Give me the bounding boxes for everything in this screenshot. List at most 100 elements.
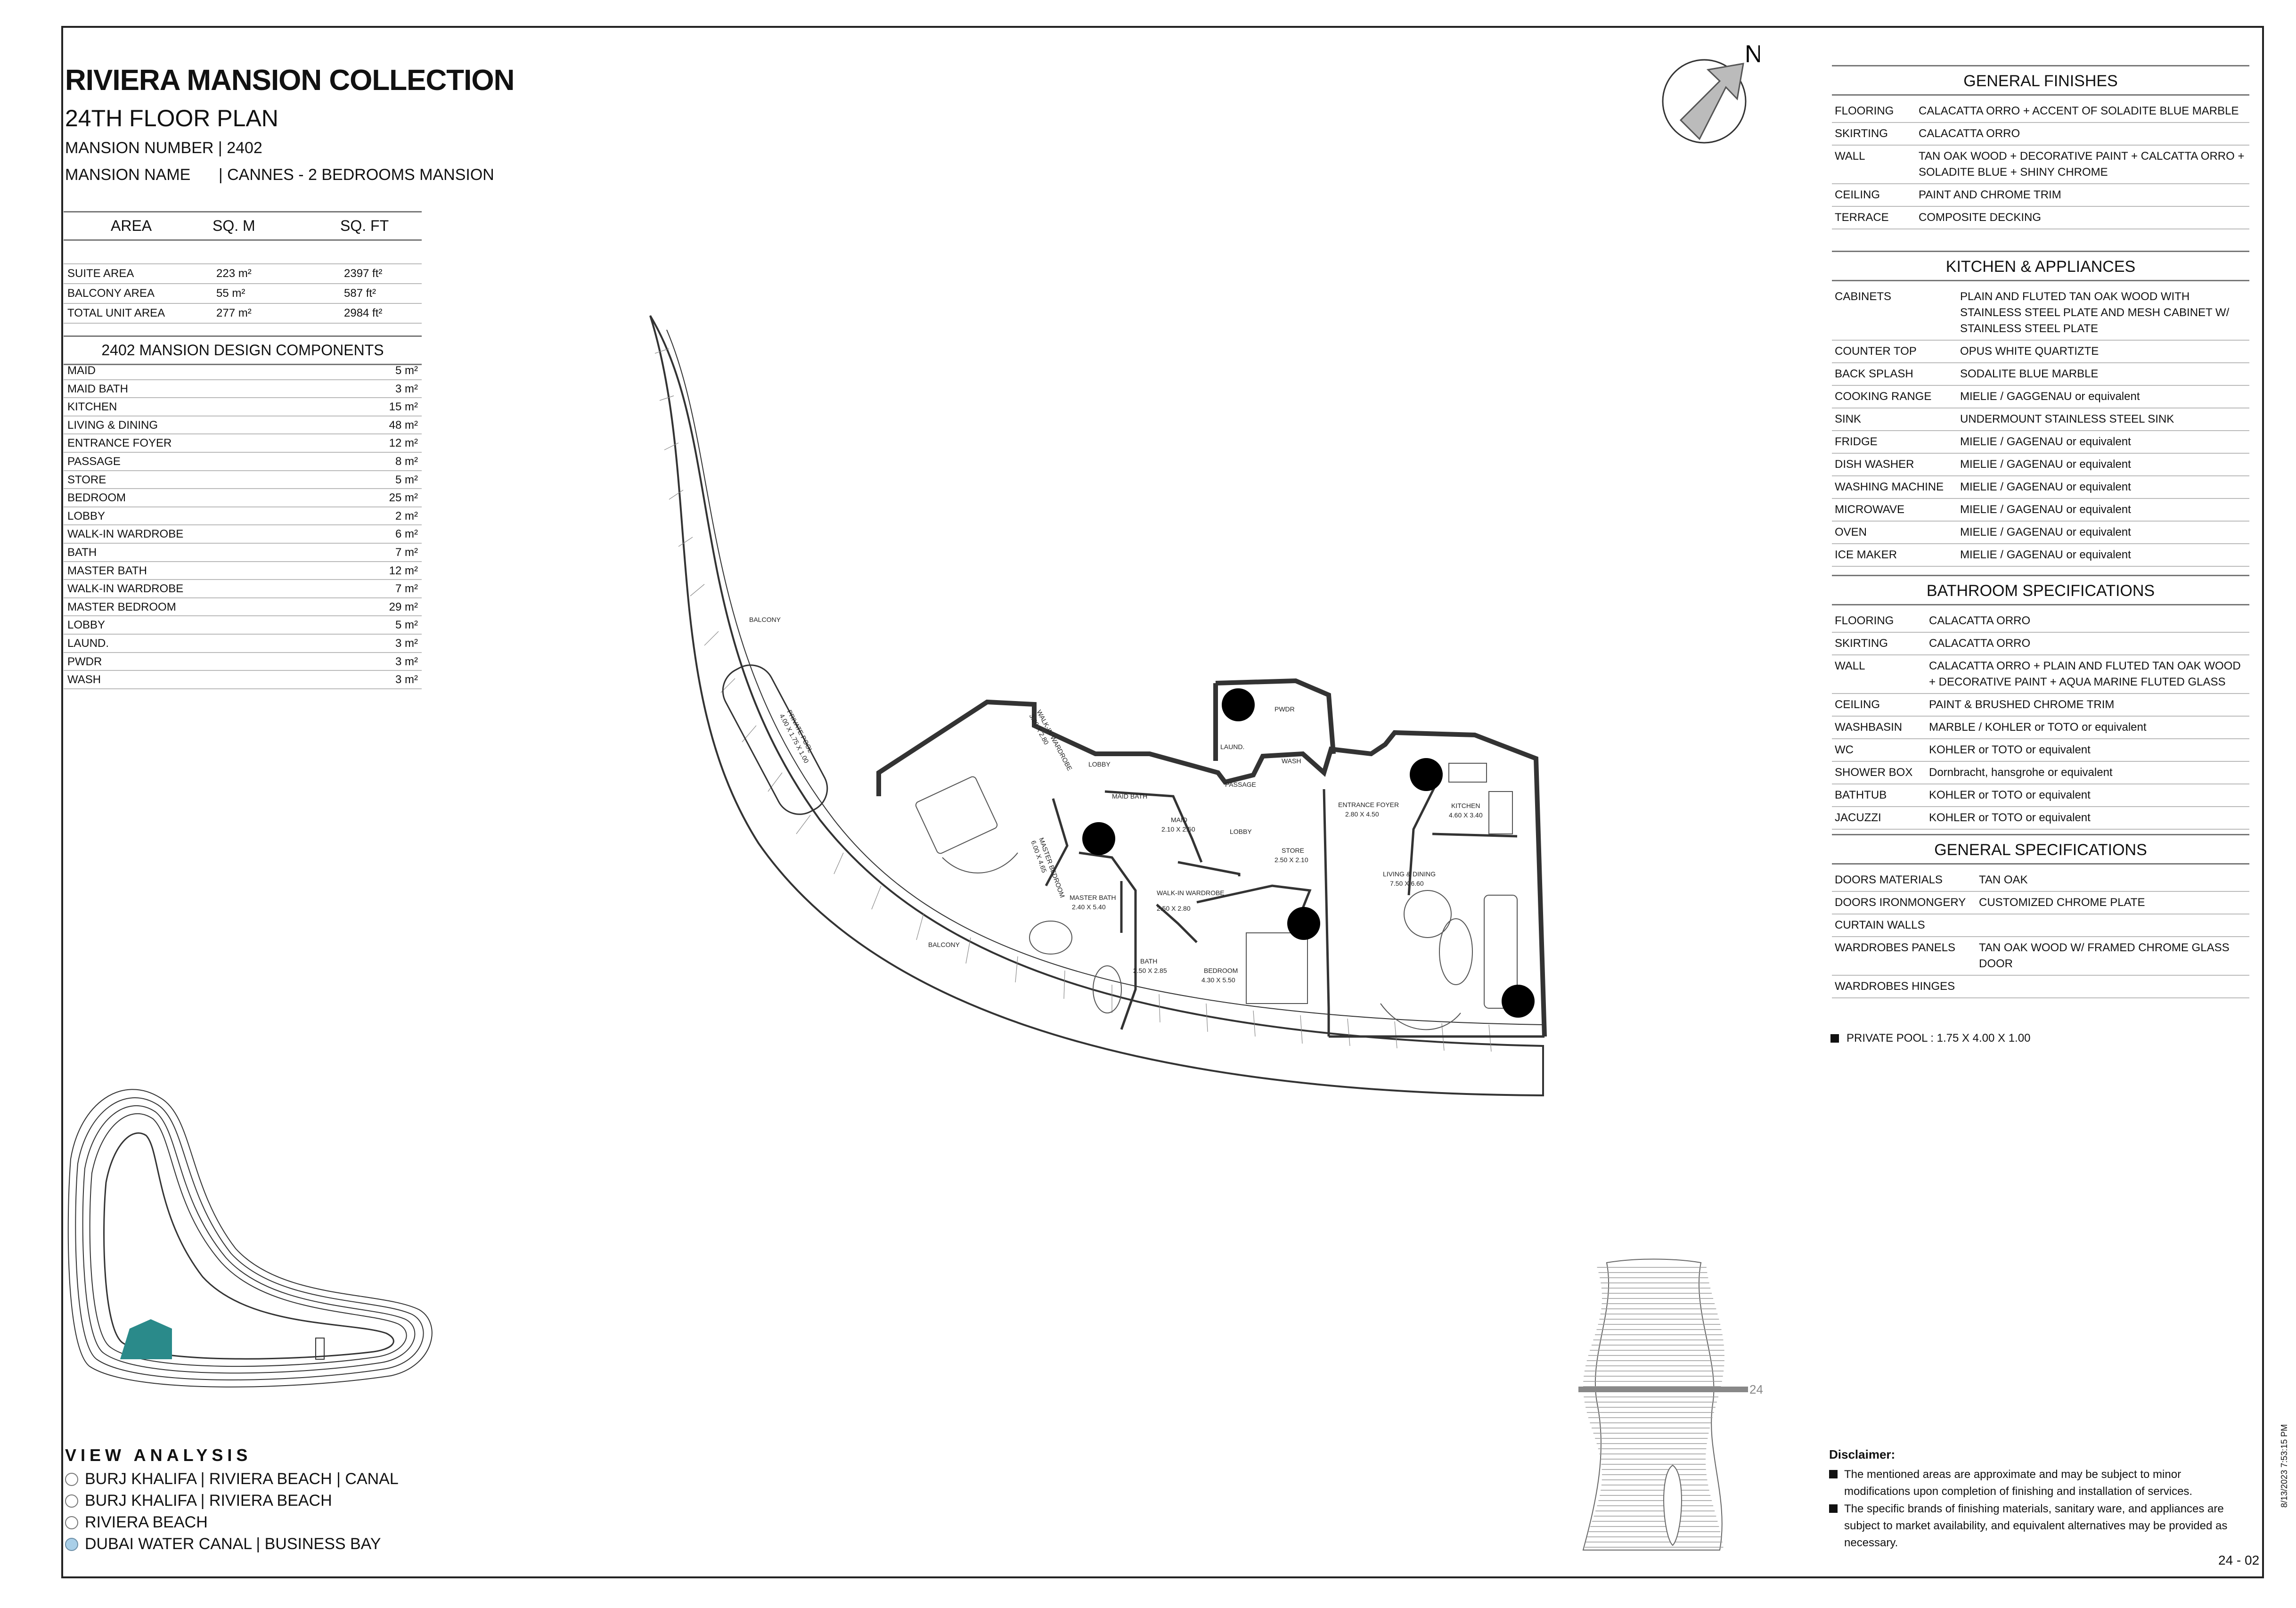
master-bath-label: MASTER BATH xyxy=(1070,894,1116,901)
wash-label: WASH xyxy=(1282,757,1301,765)
page-title: RIVIERA MANSION COLLECTION xyxy=(65,64,515,97)
view-option[interactable]: DUBAI WATER CANAL | BUSINESS BAY xyxy=(65,1535,381,1553)
entrance-dim: 2.80 X 4.50 xyxy=(1345,810,1379,818)
table-row: BALCONY AREA 55 m² 587 ft² xyxy=(64,284,422,304)
maid-label: MAID xyxy=(1171,816,1187,824)
entrance-label: ENTRANCE FOYER xyxy=(1338,801,1399,808)
disclaimer-item: The mentioned areas are approximate and … xyxy=(1829,1466,2234,1500)
general-specs-title: GENERAL SPECIFICATIONS xyxy=(1832,834,2249,865)
building-section: 24 xyxy=(1578,1258,1763,1551)
disclaimer-item: The specific brands of finishing materia… xyxy=(1829,1501,2234,1551)
master-bath-dim: 2.40 X 5.40 xyxy=(1072,903,1106,911)
view-option[interactable]: BURJ KHALIFA | RIVIERA BEACH xyxy=(65,1492,332,1510)
mansion-name: MANSION NAME | CANNES - 2 BEDROOMS MANSI… xyxy=(65,166,494,184)
components-title: 2402 MANSION DESIGN COMPONENTS xyxy=(64,335,422,365)
page-number: 24 - 02 xyxy=(2218,1553,2260,1567)
lobby2-label: LOBBY xyxy=(1230,828,1252,835)
living-dim: 7.50 X 6.60 xyxy=(1390,880,1424,887)
table-row: CURTAIN WALLS xyxy=(1832,914,2249,937)
lobby1-label: LOBBY xyxy=(1088,760,1111,768)
passage-label: PASSAGE xyxy=(1225,781,1256,788)
structural-columns xyxy=(1082,688,1535,1018)
furniture xyxy=(915,763,1518,1030)
bedroom-dim: 4.30 X 5.50 xyxy=(1201,976,1235,984)
radio-icon[interactable] xyxy=(65,1472,78,1486)
bullet-icon xyxy=(1830,1034,1839,1043)
page-frame xyxy=(61,26,2264,1578)
table-row: WARDROBES HINGES xyxy=(1832,976,2249,998)
pwdr-wall xyxy=(1215,678,1336,754)
private-pool xyxy=(722,664,828,815)
floor-plan-subtitle: 24TH FLOOR PLAN xyxy=(65,105,278,131)
bathroom-title: BATHROOM SPECIFICATIONS xyxy=(1832,575,2249,605)
disclaimer-title: Disclaimer: xyxy=(1829,1447,1896,1461)
kitchen-title: KITCHEN & APPLIANCES xyxy=(1832,251,2249,281)
north-compass-icon: N xyxy=(1662,42,1760,144)
mansion-number: MANSION NUMBER | 2402 xyxy=(65,139,262,157)
bedroom-label: BEDROOM xyxy=(1204,967,1238,974)
balcony-hatching xyxy=(654,348,1492,1052)
floor-indicator: 24 xyxy=(1749,1382,1763,1396)
mansion-name-label: MANSION NAME xyxy=(65,166,191,184)
sqft-header: SQ. FT xyxy=(340,211,422,241)
view-option[interactable]: RIVIERA BEACH xyxy=(65,1513,208,1532)
radio-icon[interactable] xyxy=(65,1537,78,1551)
radio-icon[interactable] xyxy=(65,1494,78,1508)
table-row: TOTAL UNIT AREA 277 m² 2984 ft² xyxy=(64,303,422,324)
sqm-header: SQ. M xyxy=(212,211,340,241)
bath-dim: 2.50 X 2.85 xyxy=(1133,967,1167,974)
timestamp: 8/13/2023 7:53:15 PM xyxy=(2280,1424,2289,1508)
section-floor-lines xyxy=(1583,1267,1724,1548)
suite-outer-wall xyxy=(876,699,1547,1037)
site-key-plan xyxy=(67,1089,433,1388)
view-option[interactable]: BURJ KHALIFA | RIVIERA BEACH | CANAL xyxy=(65,1470,399,1488)
walkin2-dim: 2.50 X 2.80 xyxy=(1157,905,1191,912)
balcony-outline xyxy=(649,315,1544,1097)
radio-icon[interactable] xyxy=(65,1516,78,1529)
current-floor-marker xyxy=(1578,1387,1748,1392)
pwdr-label: PWDR xyxy=(1275,705,1295,713)
pool-note: PRIVATE POOL : 1.75 X 4.00 X 1.00 xyxy=(1830,1032,2030,1045)
interior-walls xyxy=(1045,772,1544,1038)
balcony-label-top: BALCONY xyxy=(749,616,781,623)
bullet-icon xyxy=(1829,1504,1838,1513)
floor-plan: BALCONY BALCONY PRIVATE POOL 4.00 X 1.75… xyxy=(649,315,1547,1097)
laund-label: LAUND. xyxy=(1220,743,1244,751)
